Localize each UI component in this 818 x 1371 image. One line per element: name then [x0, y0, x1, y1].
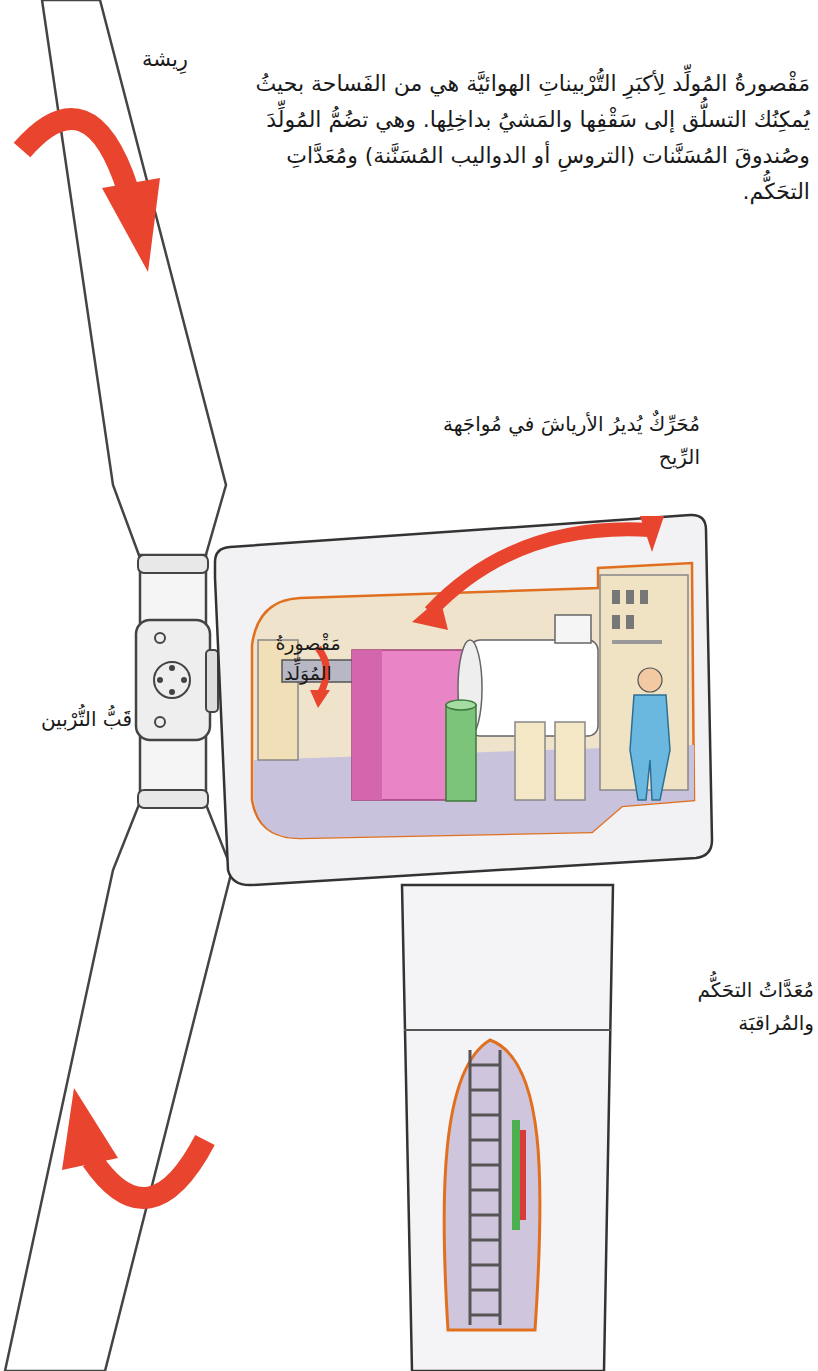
nacelle-node: مَقْصورةُ المُوَلِّد: [200, 500, 720, 900]
ladder-rungs: [470, 1065, 500, 1315]
cable: [520, 1130, 526, 1220]
description-text: مَقْصورةُ المُولِّد لِأكبَرِ التُّرْبينا…: [212, 66, 810, 210]
hub-body: [136, 620, 210, 740]
rotation-arrow: [62, 1088, 205, 1198]
tower: [402, 885, 613, 1371]
part-label: مُحَرِّكٌ يُديرُ الأرياشَ في مُواجَهة ال…: [430, 408, 700, 474]
hub-flange: [206, 650, 218, 712]
lower-blade: [5, 802, 232, 1371]
hub-collar: [138, 790, 208, 808]
node-label: مَقْصورةُ المُوَلِّد: [258, 628, 358, 688]
part-label: مُعَدَّاتُ التحَكُّم والمُراقبَة: [630, 974, 814, 1040]
tower-cutaway: [444, 1040, 540, 1330]
hub-collar: [138, 555, 208, 573]
part-label: رِيشة: [108, 44, 188, 74]
part-label: قَبُّ التُّرْبين: [4, 704, 132, 734]
rotation-arrow: [22, 119, 160, 272]
nacelle-outline: [200, 500, 720, 900]
upper-blade: [42, 0, 226, 558]
hub-cap: [154, 662, 190, 698]
cable: [512, 1120, 520, 1230]
tower-seam: [404, 1029, 611, 1031]
